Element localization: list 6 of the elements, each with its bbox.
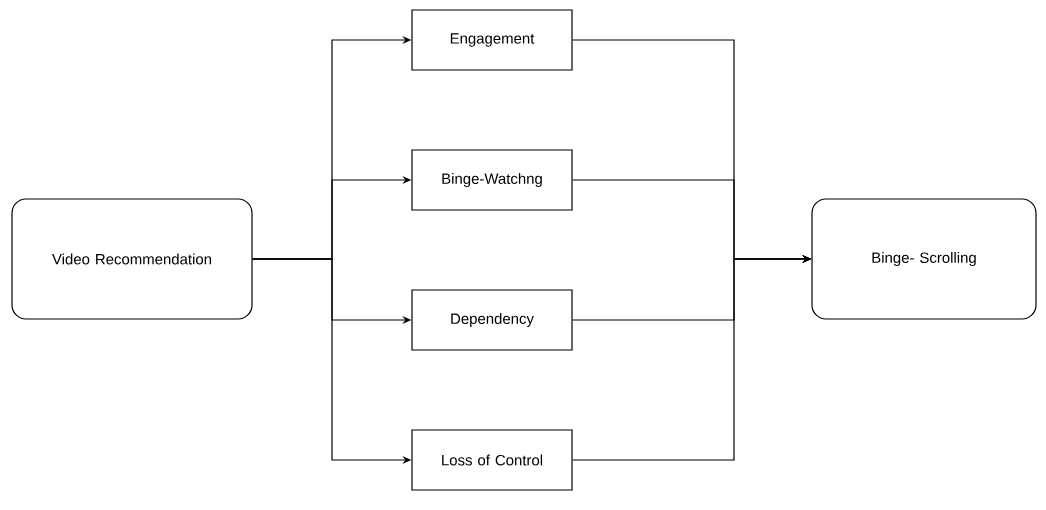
process-box: Loss of Control [411, 429, 573, 491]
process-box: Engagement [411, 9, 573, 71]
process-box: Dependency [411, 289, 573, 351]
process-box: Binge-Watchng [411, 149, 573, 211]
rounded-box: Binge- Scrolling [811, 198, 1037, 320]
rounded-box: Video Recommendation [11, 198, 253, 320]
